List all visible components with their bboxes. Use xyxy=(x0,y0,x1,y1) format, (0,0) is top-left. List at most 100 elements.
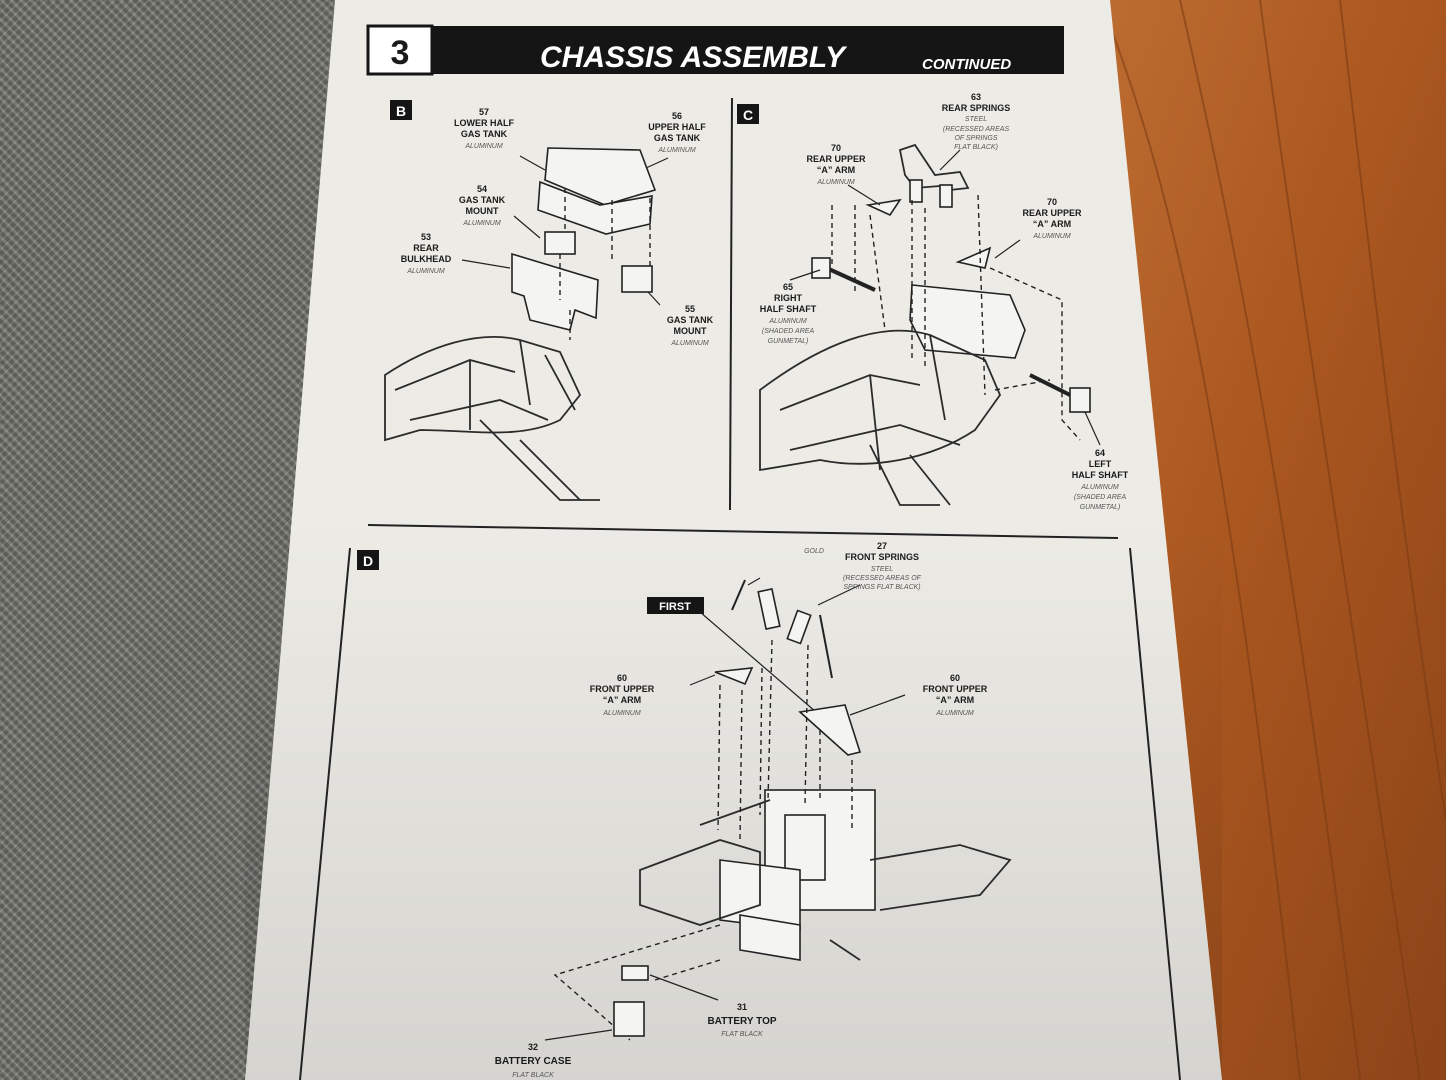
panel-d-illustration: FIRST xyxy=(544,577,1012,1041)
svg-text:57: 57 xyxy=(479,107,489,117)
svg-text:REAR SPRINGS: REAR SPRINGS xyxy=(942,103,1011,113)
callout-70-right: 70 REAR UPPER “A” ARM ALUMINUM xyxy=(1022,197,1082,240)
svg-text:FLAT BLACK: FLAT BLACK xyxy=(721,1031,763,1038)
callout-70-left: 70 REAR UPPER “A” ARM ALUMINUM xyxy=(806,143,866,186)
lower-gas-tank-drawing xyxy=(537,180,653,235)
svg-text:65: 65 xyxy=(783,282,793,292)
svg-text:GAS TANK: GAS TANK xyxy=(654,133,701,143)
svg-text:GOLD: GOLD xyxy=(804,548,824,555)
front-spring-left-drawing xyxy=(757,588,781,630)
panel-divider-vertical xyxy=(729,97,733,511)
panel-d-right-border xyxy=(1129,547,1181,1080)
gas-tank-mount-left-drawing xyxy=(544,231,576,255)
svg-text:ALUMINUM: ALUMINUM xyxy=(1080,484,1119,491)
svg-text:ALUMINUM: ALUMINUM xyxy=(657,147,696,154)
svg-text:GAS TANK: GAS TANK xyxy=(461,129,508,139)
rear-a-arm-left-drawing xyxy=(865,198,902,217)
svg-text:ALUMINUM: ALUMINUM xyxy=(1032,233,1071,240)
svg-text:RIGHT: RIGHT xyxy=(774,293,803,303)
upper-gas-tank-drawing xyxy=(544,147,657,206)
panel-d-tag xyxy=(357,550,379,570)
panel-b-illustration xyxy=(384,147,669,501)
svg-text:60: 60 xyxy=(950,673,960,683)
callout-57: 57 LOWER HALF GAS TANK ALUMINUM xyxy=(454,107,514,150)
svg-text:MOUNT: MOUNT xyxy=(466,206,499,216)
page-subtitle: CONTINUED xyxy=(922,56,1011,73)
svg-text:REAR: REAR xyxy=(413,243,439,253)
callout-31: 31 BATTERY TOP FLAT BLACK xyxy=(707,1002,776,1038)
svg-text:ALUMINUM: ALUMINUM xyxy=(462,220,501,227)
front-a-arm-left-drawing xyxy=(714,667,754,686)
svg-text:ALUMINUM: ALUMINUM xyxy=(406,268,445,275)
panel-d-letter: D xyxy=(363,553,373,569)
svg-text:63: 63 xyxy=(971,92,981,102)
svg-text:32: 32 xyxy=(528,1042,538,1052)
svg-text:FRONT UPPER: FRONT UPPER xyxy=(923,684,988,694)
callout-56: 56 UPPER HALF GAS TANK ALUMINUM xyxy=(648,111,706,154)
svg-text:BATTERY TOP: BATTERY TOP xyxy=(707,1016,776,1027)
panel-c-illustration xyxy=(759,143,1101,506)
svg-text:GUNMETAL): GUNMETAL) xyxy=(1080,504,1121,511)
rear-spring-left-coil xyxy=(909,179,923,203)
svg-text:(RECESSED AREAS: (RECESSED AREAS xyxy=(943,126,1010,133)
svg-text:BULKHEAD: BULKHEAD xyxy=(401,254,452,264)
callout-32: 32 BATTERY CASE FLAT BLACK xyxy=(495,1042,572,1079)
svg-text:56: 56 xyxy=(672,111,682,121)
svg-text:MOUNT: MOUNT xyxy=(674,326,707,336)
page-title: CHASSIS ASSEMBLY xyxy=(540,41,848,74)
svg-text:“A” ARM: “A” ARM xyxy=(936,695,974,705)
battery-top-drawing xyxy=(621,965,649,981)
gas-tank-assembled-drawing xyxy=(909,284,1026,359)
svg-text:OF SPRINGS: OF SPRINGS xyxy=(954,135,997,142)
rear-spring-right-coil xyxy=(939,184,953,208)
svg-text:31: 31 xyxy=(737,1002,747,1012)
svg-text:LOWER HALF: LOWER HALF xyxy=(454,118,514,128)
panel-b-letter: B xyxy=(396,103,406,119)
svg-text:GAS TANK: GAS TANK xyxy=(667,315,714,325)
callout-60-right: 60 FRONT UPPER “A” ARM ALUMINUM xyxy=(923,673,988,717)
svg-text:SPRINGS FLAT BLACK): SPRINGS FLAT BLACK) xyxy=(843,584,920,591)
panel-divider-horizontal xyxy=(367,524,1119,539)
svg-text:“A” ARM: “A” ARM xyxy=(1033,219,1071,229)
callout-27: GOLD 27 FRONT SPRINGS STEEL (RECESSED AR… xyxy=(804,541,922,591)
svg-text:STEEL: STEEL xyxy=(871,566,893,573)
step-number: 3 xyxy=(391,34,410,72)
svg-text:(RECESSED AREAS OF: (RECESSED AREAS OF xyxy=(843,575,922,582)
gas-tank-mount-right-drawing xyxy=(621,265,653,293)
callout-54: 54 GAS TANK MOUNT ALUMINUM xyxy=(459,184,506,227)
svg-text:LEFT: LEFT xyxy=(1089,459,1112,469)
panel-c-letter: C xyxy=(743,107,753,123)
svg-text:(SHADED AREA: (SHADED AREA xyxy=(1074,494,1127,501)
rear-a-arm-right-drawing xyxy=(955,246,992,269)
svg-text:REAR UPPER: REAR UPPER xyxy=(806,154,866,164)
callout-65: 65 RIGHT HALF SHAFT ALUMINUM (SHADED ARE… xyxy=(760,282,817,345)
panel-d-left-border xyxy=(299,547,351,1080)
svg-text:70: 70 xyxy=(1047,197,1057,207)
svg-text:HALF SHAFT: HALF SHAFT xyxy=(1072,470,1129,480)
svg-text:(SHADED AREA: (SHADED AREA xyxy=(762,328,815,335)
svg-text:HALF SHAFT: HALF SHAFT xyxy=(760,304,817,314)
svg-text:“A” ARM: “A” ARM xyxy=(817,165,855,175)
callout-55: 55 GAS TANK MOUNT ALUMINUM xyxy=(667,304,714,347)
svg-text:GUNMETAL): GUNMETAL) xyxy=(768,338,809,345)
left-hub-drawing xyxy=(1069,387,1091,413)
svg-text:54: 54 xyxy=(477,184,487,194)
svg-text:FLAT BLACK: FLAT BLACK xyxy=(512,1072,554,1079)
front-a-arm-right-drawing xyxy=(798,704,862,756)
svg-text:ALUMINUM: ALUMINUM xyxy=(464,143,503,150)
right-hub-drawing xyxy=(811,257,831,279)
svg-text:ALUMINUM: ALUMINUM xyxy=(816,179,855,186)
svg-text:ALUMINUM: ALUMINUM xyxy=(935,710,974,717)
svg-text:FRONT SPRINGS: FRONT SPRINGS xyxy=(845,552,919,562)
svg-text:FRONT UPPER: FRONT UPPER xyxy=(590,684,655,694)
callout-60-left: 60 FRONT UPPER “A” ARM ALUMINUM xyxy=(590,673,655,717)
svg-text:REAR UPPER: REAR UPPER xyxy=(1022,208,1082,218)
svg-text:GAS TANK: GAS TANK xyxy=(459,195,506,205)
svg-text:64: 64 xyxy=(1095,448,1105,458)
front-spring-right-drawing xyxy=(786,609,812,645)
callout-63: 63 REAR SPRINGS STEEL (RECESSED AREAS OF… xyxy=(942,92,1011,151)
panel-c-tag xyxy=(737,104,759,124)
svg-text:27: 27 xyxy=(877,541,887,551)
